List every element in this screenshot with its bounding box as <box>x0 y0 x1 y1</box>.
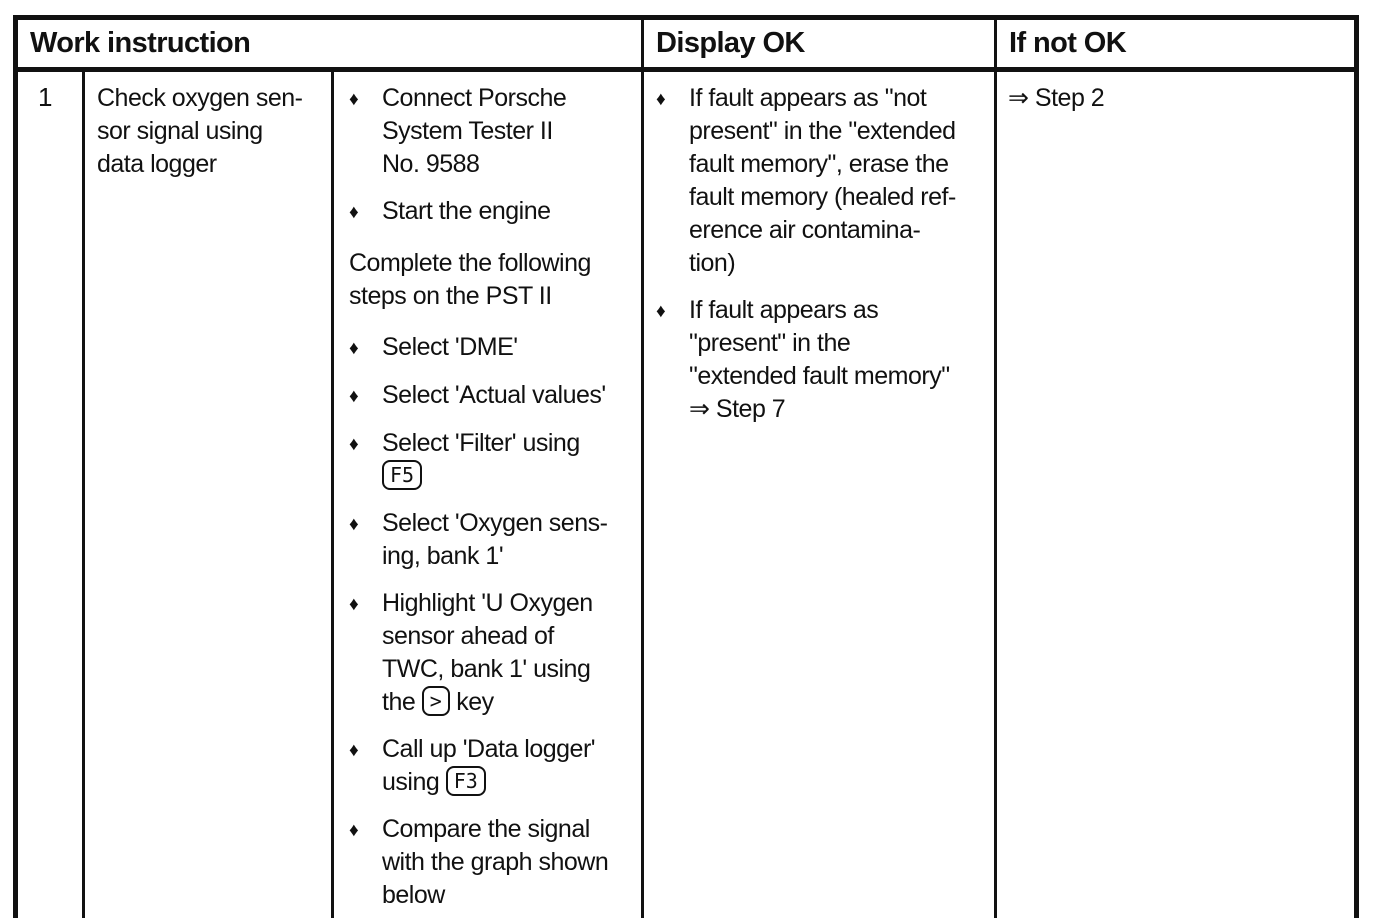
item-text: If fault appears as "present" in the "ex… <box>689 296 950 423</box>
list-item: ♦ Call up 'Data logger' using F3 <box>349 733 636 799</box>
task-description: Check oxygen sen- sor signal using data … <box>82 68 334 918</box>
bullet-diamond-icon: ♦ <box>349 740 359 761</box>
col-header-work-instruction: Work instruction <box>13 16 645 72</box>
list-item: ♦ Highlight 'U Oxygen sensor ahead of TWC… <box>349 587 636 719</box>
item-text: Connect Porsche System Tester II No. 958… <box>382 84 567 178</box>
list-item: ♦ Connect Porsche System Tester II No. 95… <box>349 82 636 181</box>
bullet-diamond-icon: ♦ <box>349 434 359 455</box>
list-item: ♦ If fault appears as "not present" in th… <box>656 82 989 280</box>
list-item: ♦ Select 'Actual values' <box>349 379 636 413</box>
item-text: Compare the signal with the graph shown … <box>382 815 609 909</box>
list-item: ♦ Start the engine <box>349 195 636 229</box>
bullet-diamond-icon: ♦ <box>349 514 359 535</box>
list-item: ♦ Select 'DME' <box>349 331 636 365</box>
item-text: Highlight 'U Oxygen sensor ahead of TWC,… <box>382 589 593 716</box>
item-text: Call up 'Data logger' using F3 <box>382 735 596 796</box>
item-text: Select 'Filter' using F5 <box>382 427 636 493</box>
step-number: 1 <box>14 68 85 918</box>
keycap-right-arrow-icon: > <box>421 686 450 716</box>
bullet-diamond-icon: ♦ <box>349 386 359 407</box>
item-text: Select 'Actual values' <box>382 381 606 409</box>
bullet-diamond-icon: ♦ <box>656 89 666 110</box>
item-text: Select 'Oxygen sens- ing, bank 1' <box>382 509 608 570</box>
bullet-diamond-icon: ♦ <box>349 594 359 615</box>
bullet-diamond-icon: ♦ <box>349 202 359 223</box>
procedure-table: Work instruction Display OK If not OK 1 … <box>13 15 1360 918</box>
col-header-if-not-ok: If not OK <box>994 16 1359 72</box>
col-header-display-ok: Display OK <box>641 16 998 72</box>
item-text: Start the engine <box>382 197 551 225</box>
list-item: ♦ Select 'Filter' using F5 <box>349 427 636 493</box>
list-item: ♦ Compare the signal with the graph shown… <box>349 813 636 912</box>
step-row: 1 Check oxygen sen- sor signal using dat… <box>14 68 1359 918</box>
keycap-f3-icon: F3 <box>445 766 486 796</box>
item-text: Select 'DME' <box>382 333 518 361</box>
if-not-ok-cell: ⇒ Step 2 <box>994 68 1359 918</box>
bullet-diamond-icon: ♦ <box>349 338 359 359</box>
item-text: If fault appears as "not present" in the… <box>689 84 956 277</box>
list-item: ♦ If fault appears as "present" in the "e… <box>656 294 989 426</box>
header-row: Work instruction Display OK If not OK <box>13 16 1359 72</box>
keycap-f5-icon: F5 <box>382 460 423 490</box>
paragraph: Complete the following steps on the PST … <box>349 247 636 313</box>
bullet-diamond-icon: ♦ <box>349 89 359 110</box>
display-ok-cell: ♦ If fault appears as "not present" in th… <box>641 68 998 918</box>
work-steps-cell: ♦ Connect Porsche System Tester II No. 95… <box>330 68 645 918</box>
bullet-diamond-icon: ♦ <box>656 301 666 322</box>
item-text: Complete the following steps on the PST … <box>349 249 591 310</box>
bullet-diamond-icon: ♦ <box>349 820 359 841</box>
list-item: ♦ Select 'Oxygen sens- ing, bank 1' <box>349 507 636 573</box>
